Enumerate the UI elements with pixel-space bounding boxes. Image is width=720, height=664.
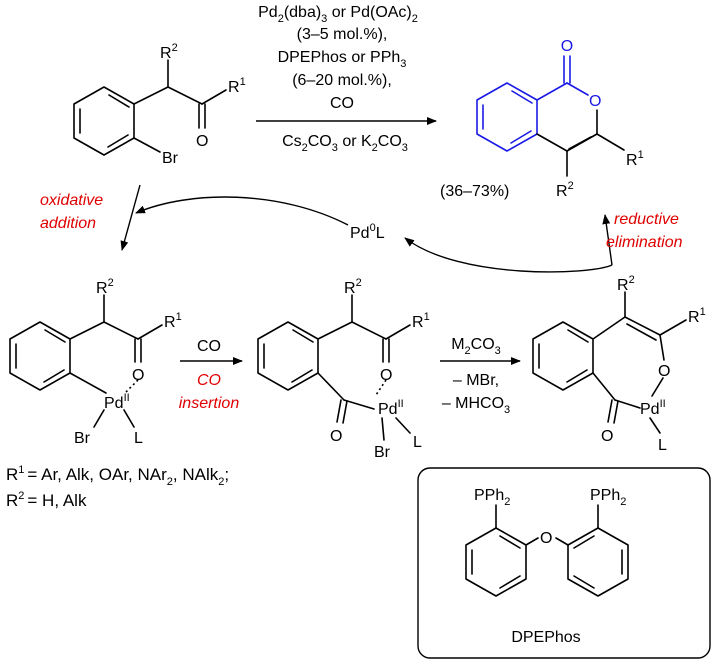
dpephos-name: DPEPhos	[511, 629, 580, 646]
substituent-legend: R1= Ar, Alk, OAr, NAr2, NAlk2; R2= H, Al…	[6, 464, 229, 510]
int1-br-label: Br	[74, 430, 91, 447]
starting-material: R2 R1 O Br	[73, 42, 246, 167]
intermediate-palladacycle: R2 R1 O PdII O L	[532, 274, 706, 454]
int3-co-o-label: O	[601, 428, 613, 445]
label-co-red: CO	[197, 372, 221, 389]
dpephos-pph2-right: PPh2	[590, 487, 626, 508]
product-r1-label: R1	[626, 149, 644, 169]
int1-pd-label: PdII	[104, 392, 130, 412]
int2-o-label: O	[380, 367, 392, 384]
int2-r1-label: R1	[412, 311, 430, 331]
label-oxidative: oxidative	[40, 192, 103, 209]
conditions-ligand: DPEPhos or PPh3	[278, 49, 407, 70]
int3-l-label: L	[658, 437, 667, 454]
int1-l-label: L	[134, 430, 143, 447]
label-reductive: reductive	[614, 211, 679, 228]
product-ring-o: O	[589, 93, 601, 110]
intermediate-oxidative-addition: R2 R1 O PdII Br L	[9, 277, 182, 447]
int2-br-label: Br	[374, 444, 391, 461]
label-insertion: insertion	[179, 395, 240, 412]
co-insertion-reagent: CO	[197, 338, 221, 355]
dpephos-pph2-left: PPh2	[474, 487, 510, 508]
pd0-catalyst: Pd0L	[350, 222, 385, 242]
sm-r2-label: R2	[160, 42, 178, 62]
product-isocoumarin: O O R1 R2 (36–73%)	[440, 38, 644, 200]
intermediate-acyl-palladium: R2 R1 O PdII O Br L	[257, 277, 430, 461]
dpephos-o-label: O	[540, 530, 552, 547]
int2-co-o-label: O	[330, 428, 342, 445]
legend-r1: R1= Ar, Alk, OAr, NAr2, NAlk2;	[6, 464, 229, 488]
int2-l-label: L	[413, 434, 422, 451]
int3-r2-label: R2	[617, 274, 635, 294]
dpephos-structure-box: O PPh2 PPh2 DPEPhos	[417, 467, 711, 659]
conditions-co: CO	[330, 95, 354, 112]
label-elimination: elimination	[606, 234, 683, 251]
sm-r1-label: R1	[228, 76, 246, 96]
catalytic-cycle-arrows: Pd0L oxidative addition reductive elimin…	[40, 184, 683, 273]
base-byproduct-mhco3: – MHCO3	[442, 395, 510, 416]
product-carbonyl-o: O	[561, 38, 573, 55]
int2-pd-label: PdII	[378, 398, 404, 418]
co-insertion-step: CO CO insertion	[179, 338, 243, 412]
conditions-catalyst: Pd2(dba)3 or Pd(OAc)2	[258, 4, 418, 25]
int1-r2-label: R2	[96, 277, 114, 297]
int1-r1-label: R1	[164, 311, 182, 331]
legend-r2: R2= H, Alk	[6, 490, 87, 510]
conditions-ligand-loading: (6–20 mol.%),	[292, 72, 392, 89]
int1-o-label: O	[132, 367, 144, 384]
conditions-base: Cs2CO3 or K2CO3	[282, 133, 408, 154]
base-reagent: M2CO3	[451, 336, 501, 357]
int3-pd-label: PdII	[640, 398, 666, 418]
product-r2-label: R2	[556, 180, 574, 200]
label-addition: addition	[40, 215, 96, 232]
reaction-conditions: Pd2(dba)3 or Pd(OAc)2 (3–5 mol.%), DPEPh…	[256, 4, 437, 154]
sm-o-label: O	[196, 133, 208, 150]
base-byproduct-mbr: – MBr,	[453, 372, 499, 389]
base-step: M2CO3 – MBr, – MHCO3	[440, 336, 521, 416]
int3-r1-label: R1	[688, 306, 706, 326]
int2-r2-label: R2	[344, 277, 362, 297]
sm-br-label: Br	[162, 150, 179, 167]
conditions-catalyst-loading: (3–5 mol.%),	[297, 26, 388, 43]
product-yield: (36–73%)	[440, 183, 509, 200]
int3-o-label: O	[658, 363, 670, 380]
